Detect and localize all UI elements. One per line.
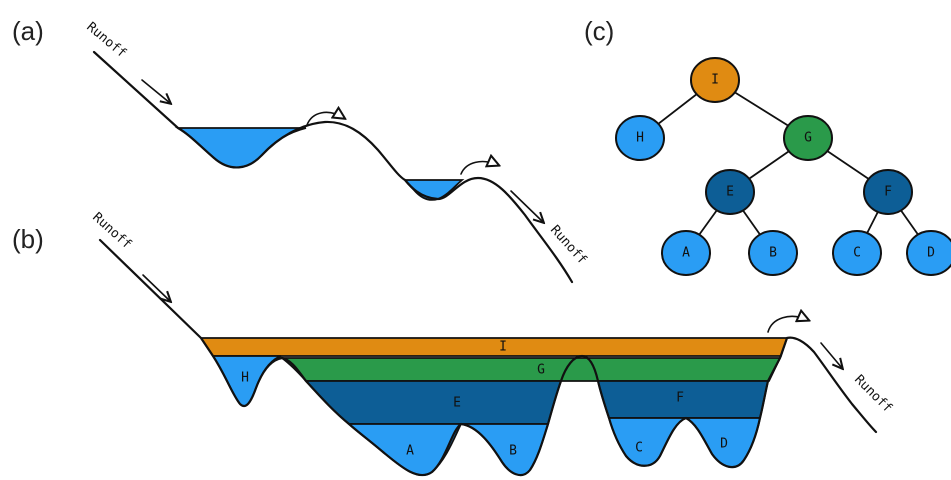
tree-node-label-E: E [726,185,734,200]
tree-node-label-G: G [804,131,812,146]
tree-node-A [661,230,711,276]
layer-E [303,380,563,425]
panel-a-runoff-arrow-in [141,79,170,103]
tree-node-label-C: C [853,246,861,261]
tree-node-G [783,115,833,161]
panel-a-runoff-in-label: Runoff [83,20,129,62]
panel-a-runoff-out-label: Runoff [547,223,590,268]
tree-node-E [705,169,755,215]
basin-D-label: D [720,437,728,452]
layer-G-label: G [537,363,545,378]
layer-E-label: E [453,396,461,411]
panel-label-a: (a) [12,16,44,46]
panel-a-overflow-arrow-2 [460,162,498,175]
basin-C-label: C [635,441,643,456]
panel-b-runoff-in-label: Runoff [89,210,134,253]
panel-b-overflow-arrow [767,316,808,333]
panel-b-runoff-arrow-in [142,274,170,301]
layer-F-label: F [676,391,684,406]
tree-node-label-F: F [884,185,892,200]
basin-C [607,417,687,467]
tree-node-label-I: I [711,73,719,88]
tree-node-B [748,230,798,276]
basin-B-label: B [509,444,517,459]
tree-node-label-H: H [636,131,644,146]
tree-node-label-D: D [927,246,935,261]
tree-node-label-B: B [769,246,777,261]
panel-a-overflow-arrow-1 [306,112,344,126]
tree-node-label-A: A [682,246,690,261]
panel-label-b: (b) [12,224,44,254]
panel-label-c: (c) [584,16,614,46]
panel-a-ground-line [92,50,574,284]
tree-node-D [906,230,951,276]
basin-A-label: A [406,444,414,459]
tree-node-C [832,230,882,276]
panel-b-ground-line [98,238,878,477]
panel-b-terrain [98,238,878,477]
layer-I [199,337,789,357]
tree-node-H [615,115,665,161]
panel-b-runoff-arrow-out [820,342,842,368]
layer-I-label: I [499,340,507,355]
depression-tree: I H G E F A B C D [615,57,951,276]
basin-B [460,423,550,476]
layer-G [279,357,782,382]
tree-node-F [863,169,913,215]
basin-H-label: H [241,371,249,386]
tree-node-I [690,57,740,103]
basin-A [346,423,463,476]
panel-a-terrain [92,50,574,284]
panel-a-runoff-arrow-out [510,190,543,222]
